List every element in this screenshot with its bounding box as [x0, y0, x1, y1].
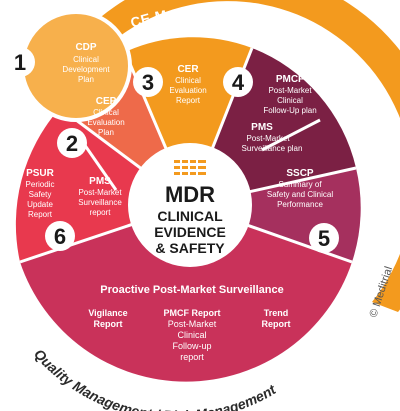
sscp-line-3: Performance — [277, 200, 323, 209]
vigilance-line-2: Report — [94, 319, 123, 329]
pmcf-report-line-1: PMCF Report — [164, 308, 221, 318]
cer-title: CER — [177, 64, 199, 75]
center-circle — [128, 143, 252, 267]
step-badge-5: 5 — [309, 223, 339, 253]
pms-plan-title: PMS — [251, 122, 273, 133]
psur-line-2: Safety — [29, 190, 52, 199]
step-number-6: 6 — [54, 224, 66, 249]
cep-title: CEP — [96, 96, 117, 107]
trend-line-2: Report — [262, 319, 291, 329]
step-number-5: 5 — [318, 226, 330, 251]
pms-plan-line-2: Surveillance plan — [242, 144, 303, 153]
pmcf-title: PMCF — [276, 74, 304, 85]
pmcf-line-1: Post-Market — [268, 86, 312, 95]
center-title-evidence: EVIDENCE — [154, 224, 226, 240]
step-badge-3: 3 — [133, 67, 163, 97]
pms-report-title: PMS — [89, 176, 111, 187]
center-title-safety: & SAFETY — [155, 240, 225, 256]
step-number-1: 1 — [14, 50, 26, 75]
step-number-2: 2 — [66, 131, 78, 156]
cer-line-1: Clinical — [175, 76, 201, 85]
pms-report-line-1: Post-Market — [78, 188, 122, 197]
step-badge-4: 4 — [223, 67, 253, 97]
psur-title: PSUR — [26, 168, 55, 179]
center-title-mdr: MDR — [165, 182, 215, 207]
trend-line-1: Trend — [264, 308, 289, 318]
pmcf-line-2: Clinical — [277, 96, 303, 105]
cdp-line-2: Development — [62, 65, 110, 74]
sscp-line-1: Summary of — [278, 180, 322, 189]
cer-line-3: Report — [176, 96, 201, 105]
pmcf-line-3: Follow-Up plan — [263, 106, 316, 115]
sscp-line-2: Safety and Clinical — [267, 190, 333, 199]
cdp-line-3: Plan — [78, 75, 94, 84]
bottom-title: Proactive Post-Market Surveillance — [100, 284, 283, 296]
psur-line-4: Report — [28, 210, 53, 219]
cep-line-3: Plan — [98, 128, 114, 137]
psur-line-1: Periodic — [26, 180, 55, 189]
cep-line-1: Clinical — [93, 108, 119, 117]
vigilance-line-1: Vigilance — [88, 308, 127, 318]
sscp-title: SSCP — [286, 168, 314, 179]
psur-line-3: Update — [27, 200, 53, 209]
step-number-4: 4 — [232, 70, 245, 95]
pmcf-report-line-3: Clinical — [177, 330, 206, 340]
step-badge-6: 6 — [45, 221, 75, 251]
pmcf-report-line-4: Follow-up — [172, 341, 211, 351]
step-number-3: 3 — [142, 70, 154, 95]
cdp-title: CDP — [75, 42, 96, 53]
cdp-line-1: Clinical — [73, 55, 99, 64]
pms-report-line-2: Surveillance — [78, 198, 122, 207]
step-badge-2: 2 — [57, 128, 87, 158]
pms-report-line-3: report — [90, 208, 112, 217]
cer-line-2: Evaluation — [169, 86, 206, 95]
center-title-clinical: CLINICAL — [157, 208, 223, 224]
cep-line-2: Evaluation — [87, 118, 124, 127]
pms-plan-line-1: Post-Market — [246, 134, 290, 143]
step-badge-1: 1 — [5, 47, 35, 77]
pmcf-report-line-5: report — [180, 352, 204, 362]
mdr-logo-icon — [174, 156, 206, 178]
pmcf-report-line-2: Post-Market — [168, 319, 217, 329]
segment-bottom — [20, 205, 352, 382]
